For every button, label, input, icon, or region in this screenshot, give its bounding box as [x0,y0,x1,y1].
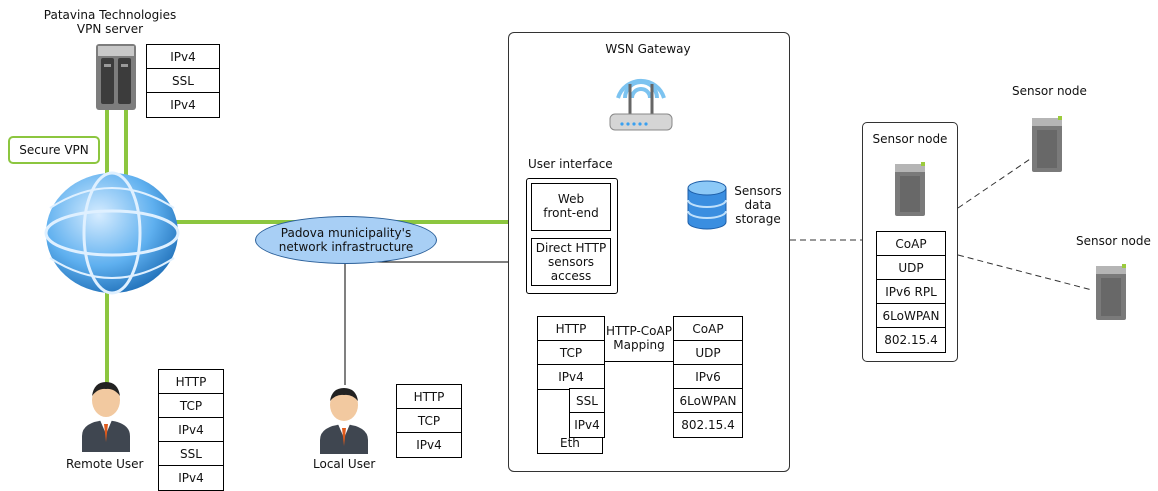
ru-stack-ipv4: IPv4 [159,418,223,442]
wifi-router-icon [609,78,673,131]
local-user-label: Local User [313,457,376,471]
sensor-node-bottom-icon [1096,264,1126,320]
sensor-top-link [957,154,1037,209]
wsn-gateway-title: WSN Gateway [605,42,691,56]
ru-stack-ssl: SSL [159,442,223,466]
sensor-node-top-icon [1032,116,1062,172]
gw-stack-coap: CoAP [674,317,742,341]
ru-stack-ipv4-bottom: IPv4 [178,471,204,485]
storage-line1: Sensors [734,184,782,198]
ru-stack-tcp: TCP [159,394,223,418]
sensor-node-stack: CoAP UDP IPv6 RPL 6LoWPAN 802.15.4 [876,231,946,353]
http-coap-mapping: HTTP-CoAP Mapping [604,316,674,362]
storage-line3: storage [735,212,781,226]
web-frontend-box: Web front-end [531,183,611,231]
sn-stack-coap: CoAP [877,232,945,256]
direct-http-line1: Direct HTTP [535,241,607,255]
padova-line2: network infrastructure [278,240,414,254]
mapping-line2: Mapping [613,338,665,352]
gw-stack-ipv6: IPv6 [674,365,742,389]
gw-stack-udp: UDP [674,341,742,365]
sensor-node-icon [895,162,925,216]
vpn-server-title: Patavina Technologies VPN server [40,8,180,36]
local-user-link [344,261,528,385]
padova-line1: Padova municipality's [280,226,412,240]
lu-stack-http: HTTP [397,385,461,409]
gw-stack-ipv4-inner: IPv4 [574,418,600,432]
vpn-server-title-line1: Patavina Technologies [43,8,177,22]
gw-stack-802154: 802.15.4 [681,418,735,432]
gateway-http-stack: HTTP TCP IPv4 [537,316,605,390]
ru-stack-http: HTTP [159,370,223,394]
sn-stack-802154: 802.15.4 [884,333,938,347]
database-icon [687,180,727,230]
gw-stack-eth: Eth [560,436,580,450]
local-user-stack: HTTP TCP IPv4 [396,384,462,458]
direct-http-line2: sensors [547,255,595,269]
lu-stack-tcp: TCP [397,409,461,433]
direct-http-line3: access [550,269,592,283]
vpn-stack-ipv4-top: IPv4 [147,45,219,69]
lu-stack-ipv4: IPv4 [416,438,442,452]
sn-stack-udp: UDP [877,256,945,280]
sn-stack-6lowpan: 6LoWPAN [877,304,945,328]
remote-user-stack: HTTP TCP IPv4 SSL IPv4 [158,369,224,491]
gw-stack-6lowpan: 6LoWPAN [674,389,742,413]
web-frontend-line1: Web [557,192,585,206]
storage-line2: data [744,198,772,212]
secure-vpn-text: Secure VPN [19,143,89,157]
local-user-avatar-icon [320,388,368,454]
mapping-line1: HTTP-CoAP [606,324,672,338]
remote-user-avatar-icon [82,382,130,452]
user-interface-label: User interface [528,157,613,171]
sensor-node-top-label: Sensor node [1012,84,1087,98]
remote-user-label: Remote User [66,457,144,471]
gw-stack-http: HTTP [538,317,604,341]
globe-icon [44,171,180,295]
web-frontend-line2: front-end [543,206,599,220]
vpn-stack-ipv4-bottom: IPv4 [170,98,196,112]
sensors-data-storage-label: Sensors data storage [730,184,786,226]
sensor-node-bottom-label: Sensor node [1076,234,1151,248]
vpn-stack-ssl: SSL [147,69,219,93]
user-interface-group [526,178,618,294]
secure-vpn-label: Secure VPN [8,136,100,164]
vpn-server-title-line2: VPN server [76,22,144,36]
direct-http-access-box: Direct HTTP sensors access [531,238,611,286]
server-icon [96,44,136,110]
gw-stack-ssl: SSL [570,389,604,413]
padova-network-infrastructure: Padova municipality's network infrastruc… [255,216,437,264]
gateway-coap-stack: CoAP UDP IPv6 6LoWPAN 802.15.4 [673,316,743,438]
vpn-server-stack: IPv4 SSL IPv4 [146,44,220,118]
sn-stack-ipv6-rpl: IPv6 RPL [877,280,945,304]
gateway-ssl-stack: SSL IPv4 [569,388,605,438]
sensor-bottom-link [957,254,1093,291]
gw-stack-ipv4: IPv4 [558,370,584,384]
sensor-node-box-title: Sensor node [872,132,948,146]
gw-stack-tcp: TCP [538,341,604,365]
